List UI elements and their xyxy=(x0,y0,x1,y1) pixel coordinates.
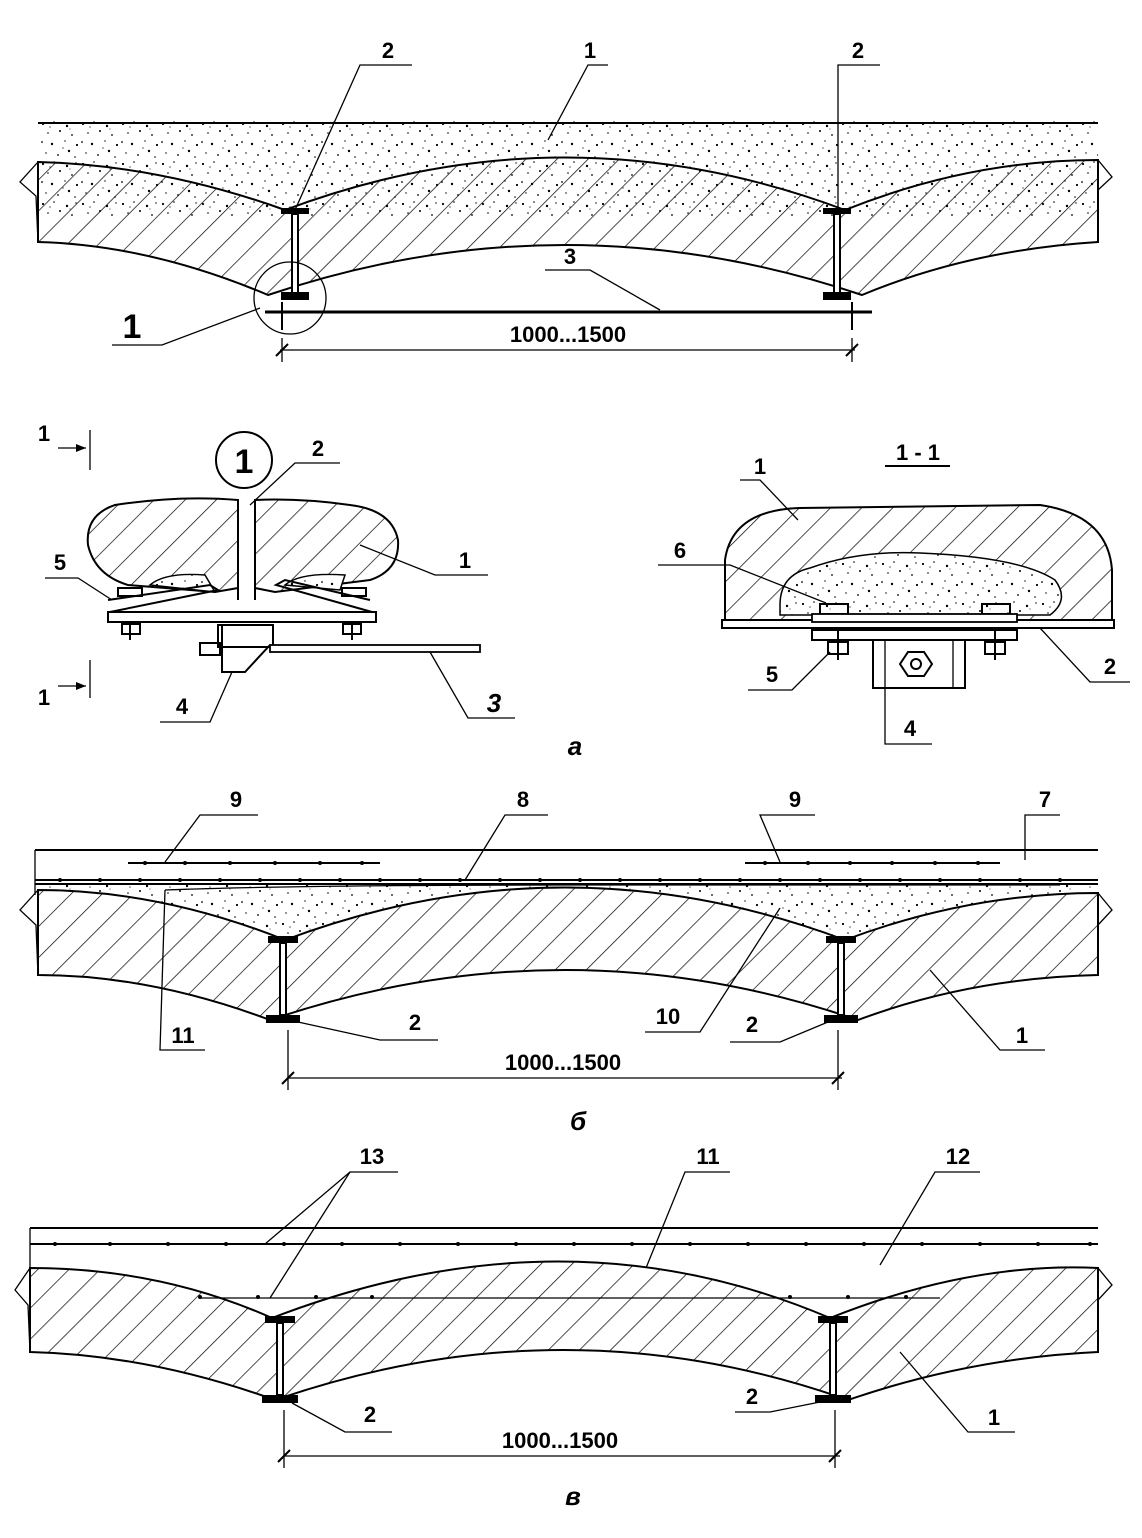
label-12: 12 xyxy=(946,1144,970,1169)
detail-view: 1 1 1 2 1 5 4 3 xyxy=(38,421,515,723)
label-2-v-right: 2 xyxy=(746,1384,758,1409)
i-beam-right xyxy=(823,208,851,300)
label-11-b: 11 xyxy=(171,1023,194,1048)
top-view: 1000...1500 2 1 2 3 1 xyxy=(19,38,1113,362)
detail-circle xyxy=(253,261,327,335)
label-9-right: 9 xyxy=(789,787,801,812)
detail-number: 1 xyxy=(235,443,254,481)
i-beam-v-right xyxy=(815,1316,851,1403)
section-view: 1 - 1 1 6 2 5 4 xyxy=(658,440,1130,745)
label-2-top-right: 2 xyxy=(852,38,864,63)
section-title: 1 - 1 xyxy=(896,440,940,465)
label-2-section: 2 xyxy=(1104,654,1116,679)
i-beam-left xyxy=(281,208,309,300)
label-4-detail: 4 xyxy=(176,694,189,719)
span-label: 1000...1500 xyxy=(510,322,626,347)
label-13: 13 xyxy=(360,1144,384,1169)
label-1-detail: 1 xyxy=(459,548,471,573)
label-2-v-left: 2 xyxy=(364,1402,376,1427)
view-v: 1000...1500 13 11 12 2 2 1 xyxy=(14,1144,1113,1468)
label-2-b-left: 2 xyxy=(409,1010,421,1035)
label-4-section: 4 xyxy=(904,716,917,741)
label-1-v: 1 xyxy=(988,1405,1000,1430)
label-1-b: 1 xyxy=(1016,1023,1028,1048)
view-b: 1000...1500 9 8 9 7 11 2 10 2 1 xyxy=(19,787,1113,1090)
label-3-detail: 3 xyxy=(487,688,502,718)
label-2-detail: 2 xyxy=(312,436,324,461)
section-arrow-bottom: 1 xyxy=(38,685,50,710)
label-5-section: 5 xyxy=(766,662,778,687)
rebar-dots-v xyxy=(53,1242,1092,1299)
caption-b: б xyxy=(570,1106,587,1136)
i-beam-b-left xyxy=(266,936,300,1023)
span-label-v: 1000...1500 xyxy=(502,1428,618,1453)
section-arrow-top: 1 xyxy=(38,421,50,446)
label-1-section: 1 xyxy=(754,454,766,479)
label-10: 10 xyxy=(656,1004,680,1029)
label-9-left: 9 xyxy=(230,787,242,812)
label-6-section: 6 xyxy=(674,538,686,563)
i-beam-v-left xyxy=(262,1316,298,1403)
caption-a: а xyxy=(568,731,582,761)
label-2-top-left: 2 xyxy=(382,38,394,63)
label-11-v: 11 xyxy=(696,1144,719,1169)
label-2-b-right: 2 xyxy=(746,1012,758,1037)
label-detail-1: 1 xyxy=(123,308,142,346)
i-beam-b-right xyxy=(824,936,858,1023)
label-1-top: 1 xyxy=(584,38,596,63)
caption-v: в xyxy=(565,1481,581,1511)
label-3-top: 3 xyxy=(564,244,576,269)
span-label-b: 1000...1500 xyxy=(505,1050,621,1075)
label-5-detail: 5 xyxy=(54,550,66,575)
rebar-dots-b xyxy=(58,861,1062,882)
label-8: 8 xyxy=(517,787,529,812)
label-7: 7 xyxy=(1039,787,1051,812)
